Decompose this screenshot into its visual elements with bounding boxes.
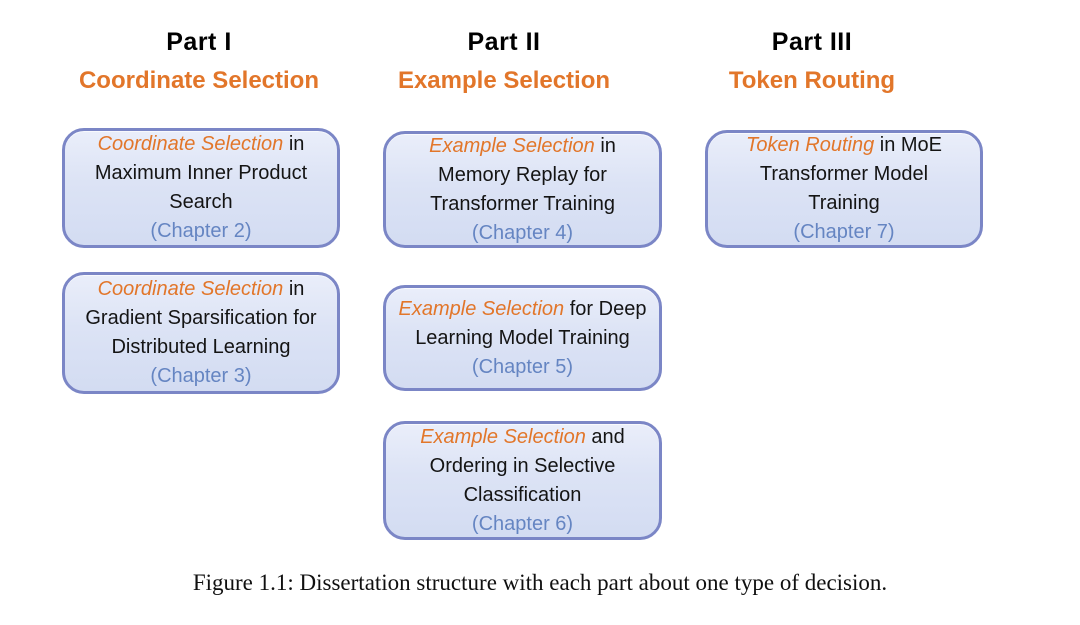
figure-caption: Figure 1.1: Dissertation structure with … [192,570,888,595]
chapter-2-first-line: Coordinate Selection in [95,130,307,159]
chapter-7-first-line: Token Routing in MoE [746,131,942,160]
part-3-header: Part III Token Routing [652,28,972,95]
chapter-7-box-text: Token Routing in MoE Transformer Model T… [746,131,942,247]
chapter-7-box: Token Routing in MoE Transformer Model T… [705,130,983,248]
chapter-7-topic-label: Token Routing [745,134,875,156]
chapter-5-box: Example Selection for Deep Learning Mode… [383,285,662,391]
chapter-3-first-line: Coordinate Selection in [85,275,316,304]
chapter-2-label: (Chapter 2) [150,220,252,242]
part-1-label: Part I [166,28,232,56]
chapter-3-connector: in [283,278,305,300]
chapter-2-title: Maximum Inner Product Search [94,162,308,213]
chapter-3-topic-label: Coordinate Selection [97,278,284,300]
part-2-label: Part II [467,28,541,56]
chapter-5-connector: for Deep [564,297,647,320]
chapter-2-connector: in [283,133,305,155]
chapter-6-title: Ordering in Selective Classification [429,454,616,506]
chapter-6-first-line: Example Selection and [420,423,625,452]
chapter-6-connector: and [585,425,625,448]
chapter-4-connector: in [594,134,616,157]
part-1-header: Part I Coordinate Selection [39,28,359,95]
part-3-title: Token Routing [728,67,896,94]
part-2-title: Example Selection [397,67,611,94]
part-3-label: Part III [771,28,853,56]
chapter-5-label: (Chapter 5) [471,355,574,378]
chapter-6-topic-label: Example Selection [420,425,586,448]
chapter-4-box-text: Example Selection in Memory Replay for T… [429,132,616,248]
chapter-6-box: Example Selection and Ordering in Select… [383,421,662,540]
chapter-5-first-line: Example Selection for Deep [399,295,647,324]
chapter-7-label: (Chapter 7) [793,221,895,243]
chapter-7-connector: in MoE [874,134,943,156]
chapter-4-title: Memory Replay for Transformer Training [430,163,615,215]
chapter-2-topic-label: Coordinate Selection [97,133,284,155]
chapter-4-topic-label: Example Selection [429,134,595,157]
chapter-3-box: Coordinate Selection in Gradient Sparsif… [62,272,340,394]
chapter-4-first-line: Example Selection in [429,132,616,161]
chapter-5-title: Learning Model Training [415,326,630,349]
chapter-5-topic-label: Example Selection [398,297,565,320]
chapter-6-label: (Chapter 6) [471,512,574,535]
chapter-2-box-text: Coordinate Selection in Maximum Inner Pr… [95,130,307,246]
chapter-4-label: (Chapter 4) [471,221,574,244]
chapter-3-label: (Chapter 3) [150,365,252,387]
chapter-6-box-text: Example Selection and Ordering in Select… [420,423,625,539]
chapter-4-box: Example Selection in Memory Replay for T… [383,131,662,248]
part-1-title: Coordinate Selection [78,67,320,94]
chapter-2-box: Coordinate Selection in Maximum Inner Pr… [62,128,340,248]
chapter-7-title: Transformer Model Training [759,163,929,214]
chapter-3-box-text: Coordinate Selection in Gradient Sparsif… [85,275,316,391]
chapter-3-title: Gradient Sparsification for Distributed … [85,307,317,358]
part-2-header: Part II Example Selection [344,28,664,95]
chapter-5-box-text: Example Selection for Deep Learning Mode… [399,295,647,382]
